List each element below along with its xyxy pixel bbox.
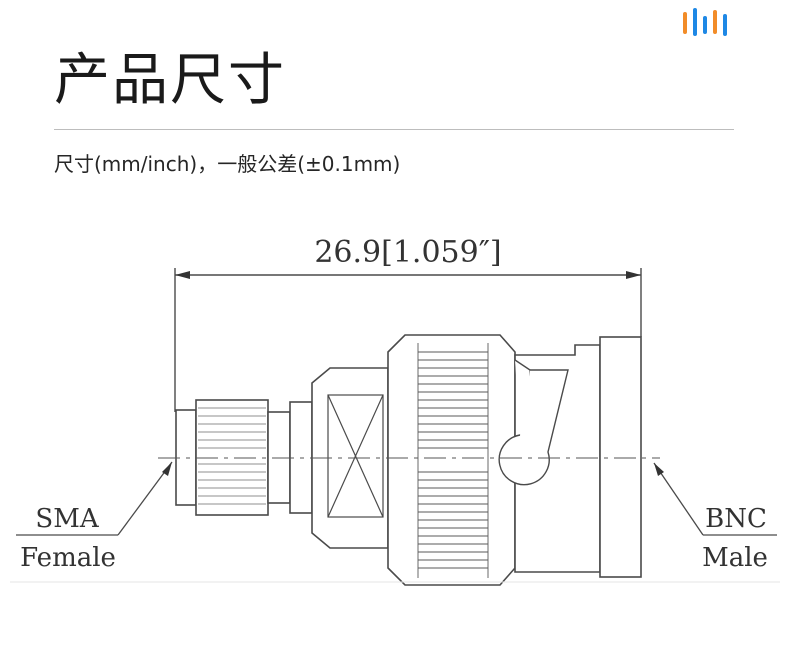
title-divider: [54, 129, 734, 130]
audio-bars-logo-icon: [683, 8, 727, 36]
sma-label: SMA: [35, 504, 99, 534]
bnc-label: BNC: [705, 504, 767, 534]
overall-length-label: 26.9[1.059″]: [314, 235, 501, 270]
dimension-note: 尺寸(mm/inch)，一般公差(±0.1mm): [54, 152, 401, 176]
male-label: Male: [702, 543, 768, 573]
page-title: 产品尺寸: [54, 48, 286, 113]
female-label: Female: [20, 543, 116, 573]
connector-dimension-drawing: 26.9[1.059″]: [10, 235, 780, 586]
